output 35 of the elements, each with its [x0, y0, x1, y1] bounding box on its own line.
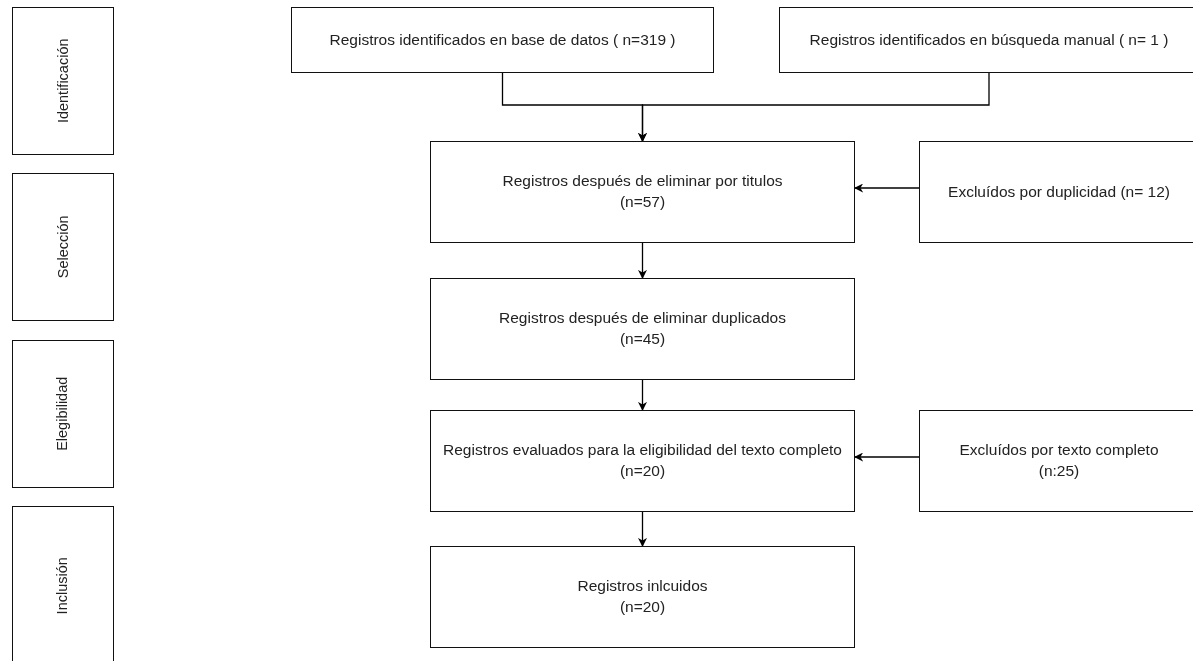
count-label: (n=45)	[619, 329, 666, 349]
arrow	[638, 511, 647, 547]
process-box	[779, 7, 1193, 73]
box-text: Registros inlcuidos	[577, 576, 708, 597]
arrow	[854, 183, 920, 193]
phase-box	[12, 173, 114, 321]
phase-box	[12, 340, 114, 488]
process-box	[430, 546, 855, 648]
process-box	[919, 410, 1193, 512]
arrow	[638, 379, 647, 411]
box-text: Excluídos por duplicidad (n= 12)	[948, 181, 1170, 202]
box-text: Registros después de eliminar duplicados	[499, 308, 786, 329]
phase-label: Identificación	[53, 38, 72, 124]
phase-label: Elegibilidad	[53, 376, 72, 452]
arrow	[854, 452, 920, 462]
phase-box	[12, 7, 114, 155]
count-label: (n=20)	[619, 597, 666, 617]
box-text: Registros identificados en búsqueda manual ( n= 1 )	[809, 29, 1169, 50]
count-label: (n=20)	[619, 461, 666, 481]
box-text: Registros después de eliminar por titulos	[502, 171, 783, 192]
count-label: (n:25)	[1038, 461, 1080, 481]
process-box	[430, 141, 855, 243]
process-box	[291, 7, 714, 73]
count-label: (n=57)	[619, 192, 666, 212]
phase-box	[12, 506, 114, 661]
phase-label: Selección	[53, 215, 72, 279]
arrow	[638, 242, 647, 279]
box-text: Registros identificados en base de datos ( n=319 )	[329, 29, 676, 50]
process-box	[430, 410, 855, 512]
box-text: Excluídos por texto completo	[959, 440, 1159, 461]
box-text: Registros evaluados para la eligibilidad del texto completo	[443, 440, 842, 461]
process-box	[919, 141, 1193, 243]
phase-label: Inclusión	[53, 557, 72, 615]
process-box	[430, 278, 855, 380]
arrow	[638, 72, 990, 142]
